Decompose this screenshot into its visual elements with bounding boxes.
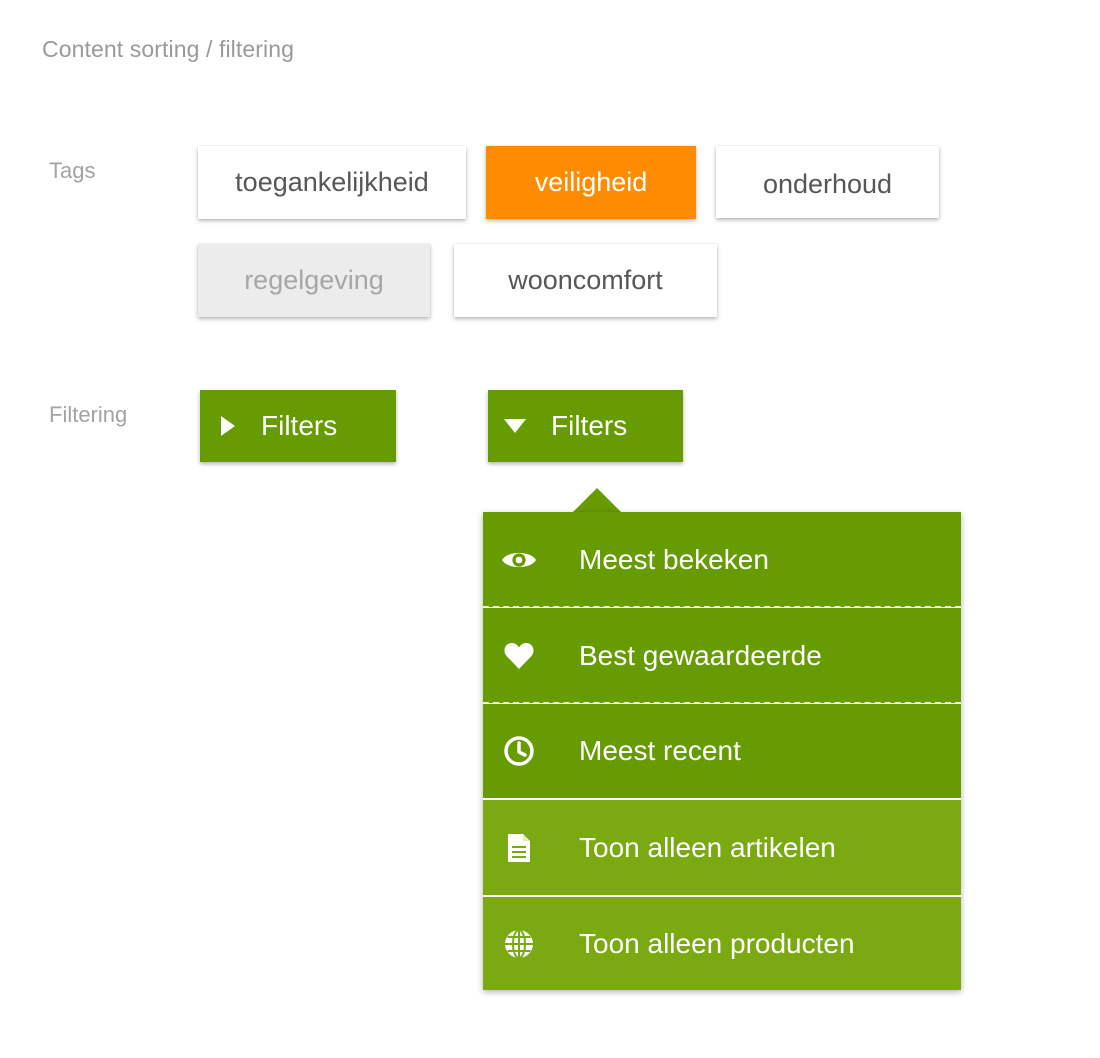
filter-item-meest-recent[interactable]: Meest recent — [483, 704, 961, 798]
tags-section-label: Tags — [49, 158, 96, 183]
filter-item-label: Best gewaardeerde — [579, 639, 822, 671]
clock-icon — [501, 733, 537, 769]
caret-right-icon — [221, 416, 235, 436]
dropdown-caret — [573, 488, 621, 512]
filters-button-label: Filters — [551, 410, 628, 441]
filter-item-label: Toon alleen producten — [579, 927, 855, 959]
filter-item-toon-alleen-producten[interactable]: Toon alleen producten — [483, 897, 961, 990]
menu-divider — [483, 606, 961, 608]
menu-divider — [483, 702, 961, 704]
filters-button-label: Filters — [261, 410, 338, 441]
tag-onderhoud[interactable]: onderhoud — [716, 146, 939, 218]
filtering-section-label: Filtering — [49, 402, 128, 427]
filters-button-expanded[interactable]: Filters — [488, 390, 683, 462]
filters-button-collapsed[interactable]: Filters — [200, 390, 396, 462]
filter-item-label: Meest bekeken — [579, 543, 769, 575]
menu-divider — [483, 798, 961, 800]
globe-icon — [501, 926, 537, 962]
eye-icon — [501, 542, 537, 578]
filter-item-label: Meest recent — [579, 735, 741, 766]
tag-toegankelijkheid[interactable]: toegankelijkheid — [198, 146, 466, 219]
caret-down-icon — [504, 419, 526, 433]
tag-wooncomfort[interactable]: wooncomfort — [454, 244, 717, 317]
filter-item-toon-alleen-artikelen[interactable]: Toon alleen artikelen — [483, 800, 961, 895]
filters-dropdown-menu: Meest bekeken Best gewaardeerde Meest re… — [483, 512, 961, 990]
menu-divider — [483, 895, 961, 897]
page-title: Content sorting / filtering — [42, 36, 294, 62]
filter-item-meest-bekeken[interactable]: Meest bekeken — [483, 512, 961, 607]
tag-regelgeving: regelgeving — [198, 244, 430, 317]
document-icon — [501, 830, 537, 866]
tag-veiligheid[interactable]: veiligheid — [486, 146, 696, 219]
heart-icon — [501, 638, 537, 674]
filter-item-best-gewaardeerde[interactable]: Best gewaardeerde — [483, 608, 961, 703]
filter-item-label: Toon alleen artikelen — [579, 831, 836, 863]
